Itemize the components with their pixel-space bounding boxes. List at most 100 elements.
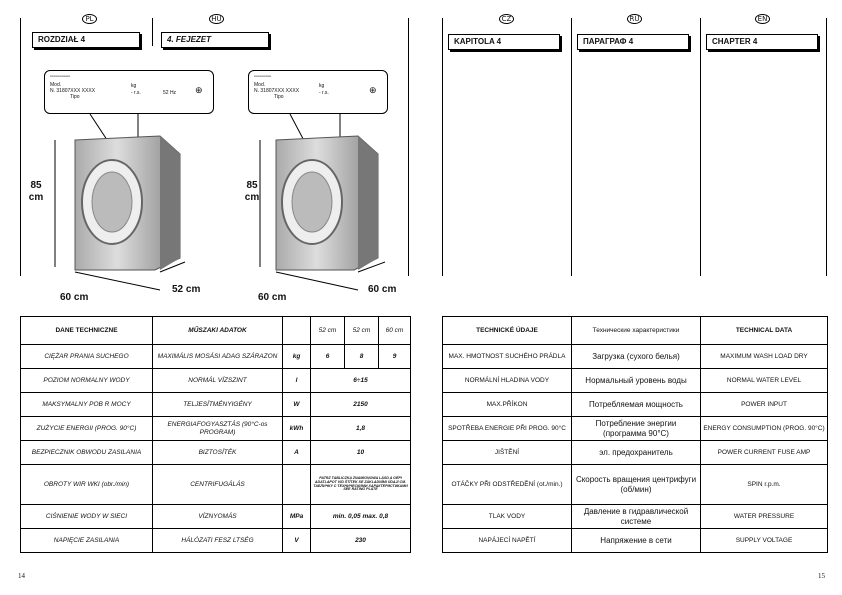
table-cell-hu: ENERGIAFOGYASZTÁS (90°C-os PROGRAM) bbox=[152, 416, 283, 441]
plate-line-n: N. 31807XXX XXXX bbox=[50, 88, 96, 94]
table-cell-pl: ZUŻYCIE ENERGII (PROG. 90°C) bbox=[20, 416, 153, 441]
plate-ce-icon: ⊕ bbox=[195, 85, 203, 95]
table-cell-ru: Скорость вращения центрифуги (об/мин) bbox=[571, 464, 701, 505]
rating-plate-2: ▪▪▪▪▪▪▪▪▪▪▪▪▪▪▪▪ Mod. N. 31807XXX XXXX T… bbox=[248, 70, 388, 114]
table-cell-pl: BEZPIECZNIK OBWODU ZASILANIA bbox=[20, 440, 153, 465]
table-cell-unit: kg bbox=[282, 344, 311, 369]
table-cell-unit bbox=[282, 464, 311, 505]
plate-line-n-2: N. 31807XXX XXXX bbox=[254, 88, 300, 94]
spec-table-left: DANE TECHNICZNE MŰSZAKI ADATOK 52 cm 52 … bbox=[20, 316, 411, 553]
height-dimension-2: 85 cm bbox=[244, 180, 260, 203]
table-cell-hu: MAXIMÁLIS MOSÁSI ADAG SZÁRAZON bbox=[152, 344, 283, 369]
header-unit bbox=[282, 316, 311, 345]
table-cell-hu: VÍZNYOMÁS bbox=[152, 504, 283, 529]
table-cell-unit: l bbox=[282, 368, 311, 393]
chapter-heading-ru: ПАРАГРАФ 4 bbox=[577, 34, 689, 50]
lang-tag-cz: CZ bbox=[499, 14, 514, 24]
right-page-divider-2 bbox=[700, 18, 701, 276]
washer-illustration-2: ▪▪▪▪▪▪▪▪▪▪▪▪▪▪▪▪ Mod. N. 31807XXX XXXX T… bbox=[240, 62, 410, 312]
depth-dimension-1: 52 cm bbox=[172, 284, 201, 295]
table-cell-en: SPIN r.p.m. bbox=[700, 464, 828, 505]
table-cell-cz: NAPÁJECÍ NAPĚTÍ bbox=[442, 528, 572, 553]
table-cell-value: 6÷15 bbox=[310, 368, 411, 393]
table-cell-unit: V bbox=[282, 528, 311, 553]
left-page-right-border bbox=[408, 18, 409, 276]
header-52cm-a: 52 cm bbox=[310, 316, 345, 345]
table-cell-en: MAXIMUM WASH LOAD DRY bbox=[700, 344, 828, 369]
table-cell-value: 10 bbox=[310, 440, 411, 465]
table-cell-value: 2150 bbox=[310, 392, 411, 417]
table-cell-hu: TELJESÍTMÉNYIGÉNY bbox=[152, 392, 283, 417]
lang-tag-ru: RU bbox=[627, 14, 642, 24]
left-page-border bbox=[20, 18, 21, 276]
table-cell-pl: POZIOM NORMALNY WODY bbox=[20, 368, 153, 393]
header-technicke-udaje: TECHNICKÉ ÚDAJE bbox=[442, 316, 572, 345]
washer-illustration-1: ▪▪▪▪▪▪▪▪▪▪▪▪▪▪▪▪▪▪▪ Mod. N. 31807XXX XXX… bbox=[20, 62, 220, 312]
depth-dimension-2: 60 cm bbox=[368, 284, 397, 295]
table-cell-value: 1,8 bbox=[310, 416, 411, 441]
table-cell-unit: kWh bbox=[282, 416, 311, 441]
width-dimension-1: 60 cm bbox=[60, 292, 89, 303]
header-dane-techniczne: DANE TECHNICZNE bbox=[20, 316, 153, 345]
table-cell-en: NORMAL WATER LEVEL bbox=[700, 368, 828, 393]
table-cell-ru: Давление в гидравлической системе bbox=[571, 504, 701, 529]
washer-body-2 bbox=[259, 113, 386, 291]
table-cell-unit: W bbox=[282, 392, 311, 417]
chapter-heading-pl: ROZDZIAŁ 4 bbox=[32, 32, 140, 48]
lang-tag-hu: HU bbox=[209, 14, 224, 24]
table-cell-cz: SPOTŘEBA ENERGIE PŘI PROG. 90°C bbox=[442, 416, 572, 441]
table-cell-pl: CIŚNIENIE WODY W SIECI bbox=[20, 504, 153, 529]
plate-kg-2: kg bbox=[319, 83, 325, 89]
plate-ce-icon-2: ⊕ bbox=[369, 85, 377, 95]
header-60cm: 60 cm bbox=[378, 316, 411, 345]
plate-rs-2: - r.s. bbox=[319, 90, 329, 96]
header-52cm-b: 52 cm bbox=[344, 316, 379, 345]
plate-line-mod-2: Mod. bbox=[254, 82, 266, 88]
table-cell-value: 6 bbox=[310, 344, 345, 369]
table-cell-hu: NORMÁL VÍZSZINT bbox=[152, 368, 283, 393]
table-cell-cz: TLAK VODY bbox=[442, 504, 572, 529]
table-cell-en: ENERGY CONSUMPTION (PROG. 90°C) bbox=[700, 416, 828, 441]
header-muszaki-adatok: MŰSZAKI ADATOK bbox=[152, 316, 283, 345]
table-cell-unit: MPa bbox=[282, 504, 311, 529]
table-cell-cz: JIŠTĚNÍ bbox=[442, 440, 572, 465]
plate-line-tipo: Tipo bbox=[70, 94, 80, 100]
header-tech-characteristics-ru: Технические характеристики bbox=[571, 316, 701, 345]
table-cell-hu: HÁLÓZATI FESZ LTSÉG bbox=[152, 528, 283, 553]
height-dimension-1: 85 cm bbox=[28, 180, 44, 203]
table-cell-ru: Напряжение в сети bbox=[571, 528, 701, 553]
table-cell-cz: NORMÁLNÍ HLADINA VODY bbox=[442, 368, 572, 393]
spec-table-right: TECHNICKÉ ÚDAJE Технические характеристи… bbox=[442, 316, 828, 553]
page-number-left: 14 bbox=[18, 572, 25, 580]
plate-kg: kg bbox=[131, 83, 137, 89]
table-cell-value: 9 bbox=[378, 344, 411, 369]
table-cell-hu: BIZTOSÍTÉK bbox=[152, 440, 283, 465]
table-cell-ru: Потребление энергии (программа 90°C) bbox=[571, 416, 701, 441]
table-cell-unit: A bbox=[282, 440, 311, 465]
table-cell-ru: Потребляемая мощность bbox=[571, 392, 701, 417]
table-cell-ru: Загрузка (сухого белья) bbox=[571, 344, 701, 369]
right-page-right-border bbox=[826, 18, 827, 276]
lang-tag-en: EN bbox=[755, 14, 770, 24]
table-cell-cz: MAX.PŘÍKON bbox=[442, 392, 572, 417]
width-dimension-2: 60 cm bbox=[258, 292, 287, 303]
left-page-divider bbox=[152, 18, 153, 46]
table-cell-ru: Нормальный уровень воды bbox=[571, 368, 701, 393]
lang-tag-pl: PL bbox=[82, 14, 97, 24]
table-cell-pl: CIĘŻAR PRANIA SUCHEGO bbox=[20, 344, 153, 369]
table-cell-value: min. 0,05 max. 0,8 bbox=[310, 504, 411, 529]
table-cell-value: 230 bbox=[310, 528, 411, 553]
page-number-right: 15 bbox=[818, 572, 825, 580]
right-page-divider-1 bbox=[571, 18, 572, 276]
plate-rs: - r.s. bbox=[131, 90, 141, 96]
table-cell-en: POWER CURRENT FUSE AMP bbox=[700, 440, 828, 465]
rating-plate-1: ▪▪▪▪▪▪▪▪▪▪▪▪▪▪▪▪▪▪▪ Mod. N. 31807XXX XXX… bbox=[44, 70, 214, 114]
table-cell-pl: OBROTY WIR WKI (obr./min) bbox=[20, 464, 153, 505]
table-cell-cz: MAX. HMOTNOST SUCHÉHO PRÁDLA bbox=[442, 344, 572, 369]
chapter-heading-hu: 4. FEJEZET bbox=[161, 32, 269, 48]
table-cell-value: 8 bbox=[344, 344, 379, 369]
table-cell-pl: NAPIĘCIE ZASILANIA bbox=[20, 528, 153, 553]
washer-body-1 bbox=[54, 113, 186, 291]
plate-line-mod: Mod. bbox=[50, 82, 62, 88]
table-cell-en: POWER INPUT bbox=[700, 392, 828, 417]
